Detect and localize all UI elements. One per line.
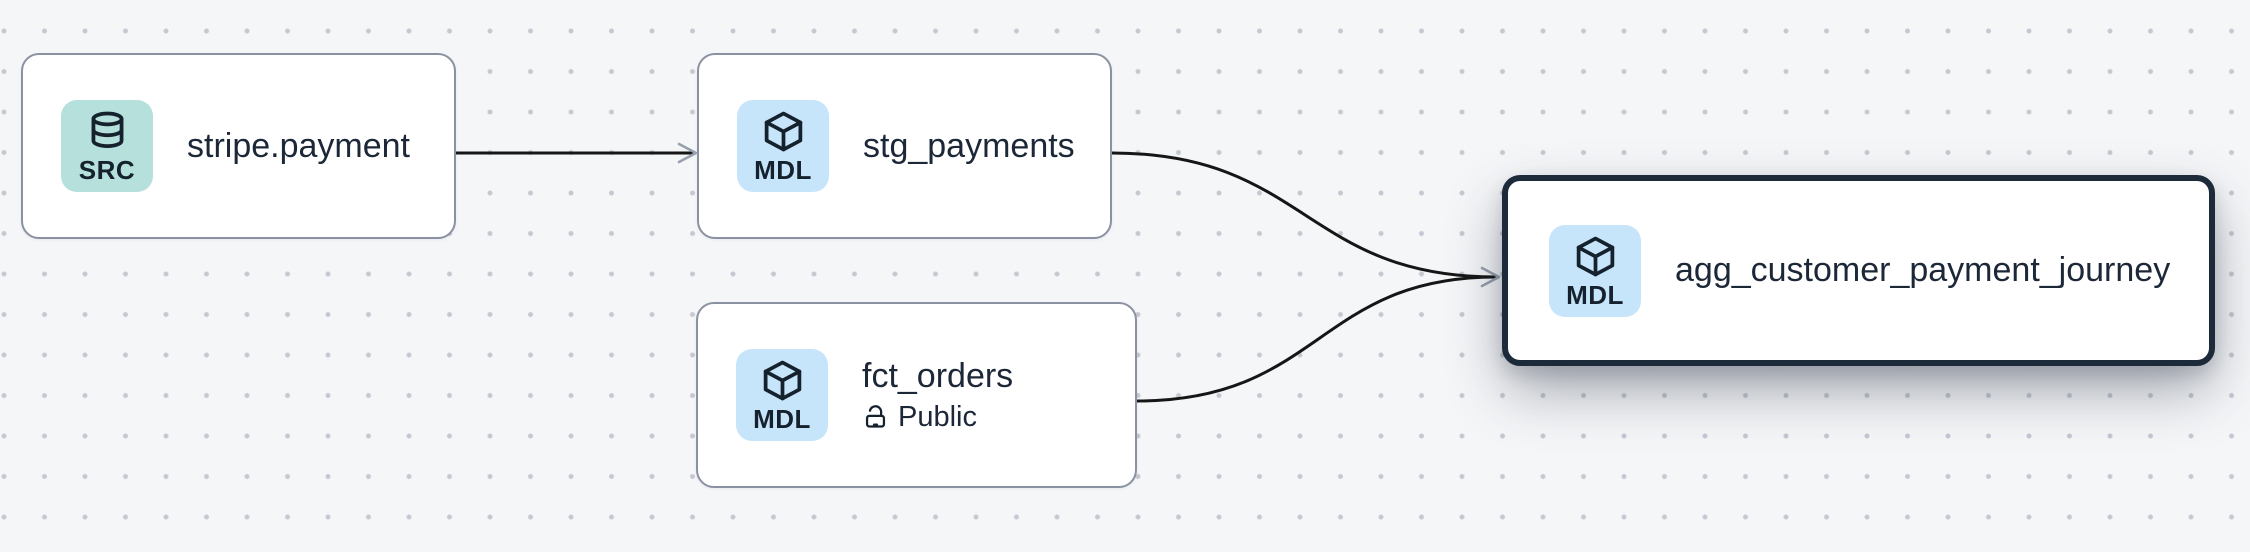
cube-icon [1576, 236, 1614, 276]
source-badge: SRC [61, 100, 153, 192]
access-level: Public [862, 400, 1013, 434]
node-title: stg_payments [863, 126, 1075, 165]
model-badge: MDL [1549, 224, 1641, 317]
cube-icon [763, 360, 801, 401]
access-label: Public [898, 400, 977, 433]
node-stripe-payment[interactable]: SRC stripe.payment [21, 53, 456, 239]
node-agg-customer-payment-journey[interactable]: MDL agg_customer_payment_journey [1502, 175, 2215, 366]
badge-label: MDL [753, 404, 811, 434]
edge-fct-orders-to-agg[interactable] [1136, 275, 1497, 403]
node-title: agg_customer_payment_journey [1675, 251, 2171, 290]
model-badge: MDL [736, 349, 828, 441]
node-fct-orders[interactable]: MDL fct_orders Public [696, 302, 1137, 488]
edge-stg-payments-to-agg[interactable] [1111, 151, 1497, 279]
node-title: fct_orders [862, 357, 1014, 396]
badge-label: MDL [1566, 279, 1624, 310]
badge-label: SRC [78, 155, 136, 185]
database-icon [91, 111, 123, 148]
arrowhead-icon [1480, 266, 1501, 288]
cube-icon [764, 111, 802, 152]
model-badge: MDL [737, 100, 829, 192]
node-stg-payments[interactable]: MDL stg_payments [697, 53, 1112, 239]
badge-label: MDL [754, 155, 812, 185]
arrowhead-icon [677, 142, 698, 164]
node-title: stripe.payment [187, 126, 410, 165]
lock-open-icon [865, 405, 886, 429]
